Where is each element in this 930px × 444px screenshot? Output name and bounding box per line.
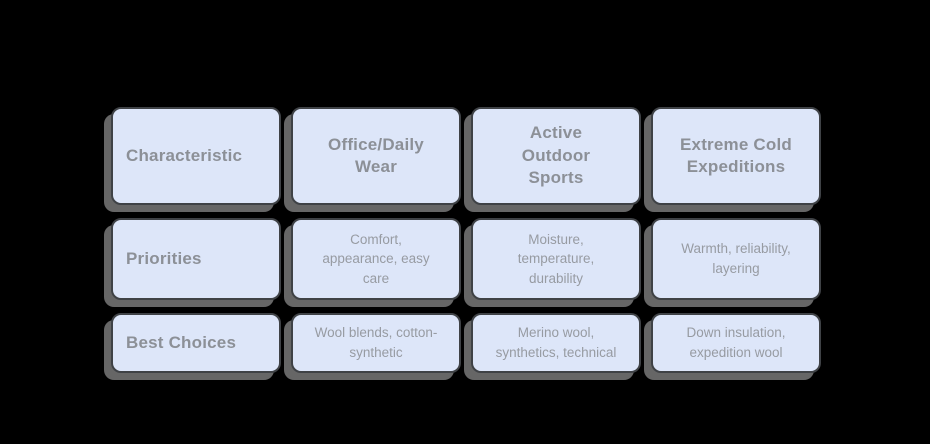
row-label-best-choices: Best Choices [111,313,281,373]
cell-priorities-office-daily-wear: Comfort, appearance, easy care [291,218,461,300]
header-cell-characteristic: Characteristic [111,107,281,205]
header-cell-active-outdoor-sports: Active Outdoor Sports [471,107,641,205]
comparison-table: Characteristic Office/Daily Wear Active … [111,107,821,373]
cell-best-choices-office-daily-wear: Wool blends, cotton- synthetic [291,313,461,373]
cell-priorities-extreme-cold-expeditions: Warmth, reliability, layering [651,218,821,300]
cell-best-choices-extreme-cold-expeditions: Down insulation, expedition wool [651,313,821,373]
row-label-priorities: Priorities [111,218,281,300]
header-cell-extreme-cold-expeditions: Extreme Cold Expeditions [651,107,821,205]
cell-best-choices-active-outdoor-sports: Merino wool, synthetics, technical [471,313,641,373]
header-cell-office-daily-wear: Office/Daily Wear [291,107,461,205]
cell-priorities-active-outdoor-sports: Moisture, temperature, durability [471,218,641,300]
